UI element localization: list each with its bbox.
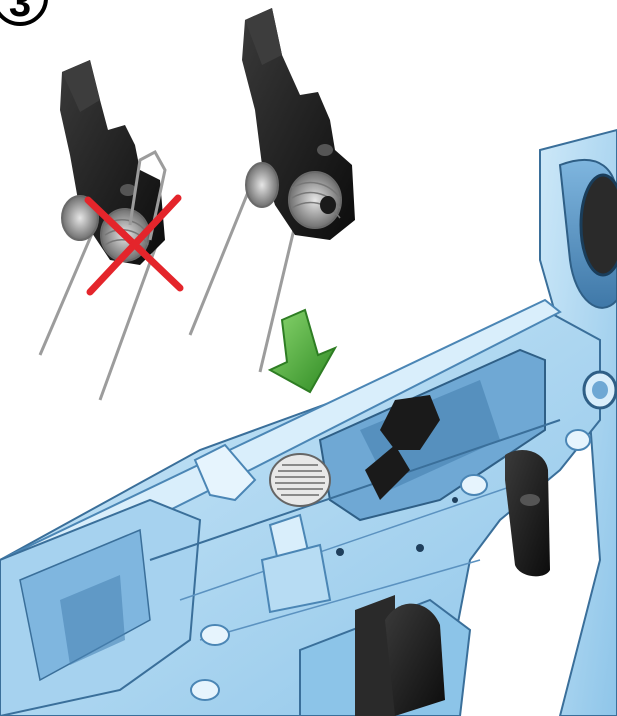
step-number: 3 (9, 0, 31, 25)
green-down-arrow-icon (270, 310, 335, 392)
trigger-spring-correct-orientation (190, 8, 355, 372)
step-badge: 3 (0, 0, 46, 25)
bolt-catch-button (270, 454, 330, 506)
